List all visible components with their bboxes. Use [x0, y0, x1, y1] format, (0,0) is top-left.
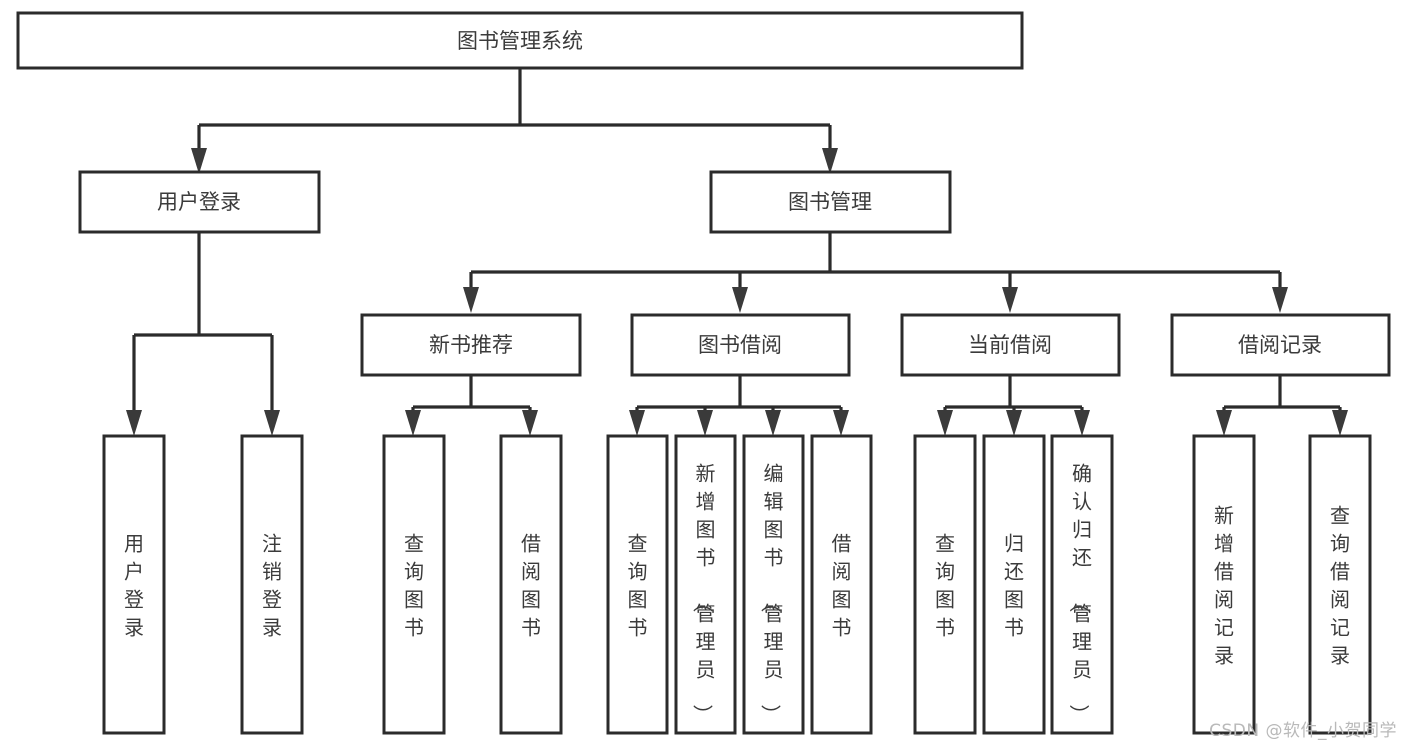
node-borrow-records-label: 借阅记录 [1238, 333, 1322, 357]
leaf-query-books-borrow[interactable]: 查询图书 [606, 434, 669, 735]
leaf-borrow-books-recommend-label: 借阅图书 [521, 531, 541, 639]
node-current-borrow[interactable]: 当前借阅 [900, 313, 1121, 377]
leaf-confirm-return-admin[interactable]: 确认归还（管理员） [1050, 434, 1114, 735]
leaf-edit-book-admin[interactable]: 编辑图书（管理员） [742, 434, 805, 735]
leaf-query-books-recommend-label: 查询图书 [404, 531, 424, 639]
leaf-borrow-books-recommend[interactable]: 借阅图书 [499, 434, 563, 735]
leaf-user-login-label: 用户登录 [124, 531, 144, 639]
leaf-query-books-recommend[interactable]: 查询图书 [382, 434, 446, 735]
connector-group-records [1216, 375, 1348, 436]
leaf-query-books-current-label: 查询图书 [935, 531, 955, 639]
connector-group-root [191, 68, 838, 174]
node-book-management-label: 图书管理 [788, 190, 872, 214]
leaf-return-books-label: 归还图书 [1004, 531, 1024, 639]
leaf-borrow-books[interactable]: 借阅图书 [810, 434, 873, 735]
connector-group-book-mgmt [463, 232, 1288, 313]
node-book-borrow[interactable]: 图书借阅 [630, 313, 851, 377]
node-new-book-recommend-label: 新书推荐 [429, 333, 513, 357]
node-new-book-recommend[interactable]: 新书推荐 [360, 313, 582, 377]
leaf-logout[interactable]: 注销登录 [240, 434, 304, 735]
connector-group-new-books [405, 375, 538, 436]
node-book-borrow-label: 图书借阅 [698, 333, 782, 357]
node-borrow-records[interactable]: 借阅记录 [1170, 313, 1391, 377]
leaf-logout-label: 注销登录 [262, 531, 282, 639]
node-current-borrow-label: 当前借阅 [968, 333, 1052, 357]
node-book-management[interactable]: 图书管理 [709, 170, 952, 234]
leaf-query-books-borrow-label: 查询图书 [628, 531, 648, 639]
node-root-label: 图书管理系统 [457, 29, 583, 53]
leaf-add-borrow-record[interactable]: 新增借阅记录 [1192, 434, 1256, 735]
connector-group-user-login [126, 232, 280, 436]
node-user-login[interactable]: 用户登录 [78, 170, 321, 234]
node-user-login-label: 用户登录 [157, 190, 241, 214]
leaf-add-book-admin-label: 新增图书（管理员） [691, 461, 716, 724]
connector-group-borrow [629, 375, 849, 436]
leaf-query-borrow-record-label: 查询借阅记录 [1330, 503, 1350, 667]
leaf-borrow-books-label: 借阅图书 [832, 531, 852, 639]
leaf-confirm-return-admin-label: 确认归还（管理员） [1067, 461, 1092, 724]
leaf-return-books[interactable]: 归还图书 [982, 434, 1046, 735]
node-root[interactable]: 图书管理系统 [16, 11, 1024, 70]
leaf-query-borrow-record[interactable]: 查询借阅记录 [1308, 434, 1372, 735]
leaf-add-borrow-record-label: 新增借阅记录 [1214, 503, 1234, 667]
leaf-edit-book-admin-label: 编辑图书（管理员） [759, 461, 784, 724]
leaf-query-books-current[interactable]: 查询图书 [913, 434, 977, 735]
leaf-add-book-admin[interactable]: 新增图书（管理员） [674, 434, 737, 735]
connector-group-current-borrow [937, 375, 1090, 436]
leaf-user-login[interactable]: 用户登录 [102, 434, 166, 735]
